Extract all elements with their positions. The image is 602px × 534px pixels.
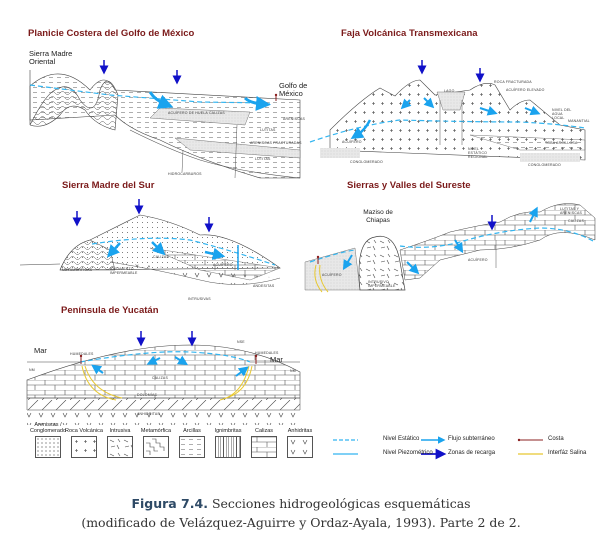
label-layer: CONGLOMERADO [350,160,383,164]
label-layer: ANDESITAS [253,284,275,288]
label-layer: MANANTIAL [568,119,590,123]
calizas-swatch [251,436,277,458]
label-golfo: Golfo de México [279,81,308,98]
legend-label: Nivel Estático [383,436,420,442]
arcillas-swatch [179,436,205,458]
label-layer: ACUÍFERO ELEVADO [506,88,545,92]
legend-ignimbritas: Ignimbritas [208,422,248,458]
section-peninsula-yucatan [26,331,301,425]
panel-title: Península de Yucatán [61,305,159,316]
label-layer: ARENISCAS [283,117,306,121]
legend-areniscas: Areniscas / Conglomerado [28,422,68,458]
line-legend-symbols [333,436,543,460]
label-layer: NIVEL ESTÁTICO REGIONAL [468,147,488,159]
label-layer: DOLOMÍAS [137,393,158,397]
label-layer: NIVEL DEL AGUA LOCAL [552,108,572,120]
label-layer: ACUÍFERO [342,140,362,144]
label-layer: CALIZAS [568,219,584,223]
section-sierras-valles-sureste [304,203,596,293]
legend-intrusiva: Intrusiva [100,422,140,458]
label-layer: INTRUSIVAS [188,297,211,301]
label-mar-right: Mar [270,355,283,364]
label-layer: ANHIDRITAS [137,412,160,416]
legend-label: Flujo subterráneo [448,436,495,442]
volcanica-swatch [71,436,97,458]
label-layer: NSE [237,340,245,344]
section-faja-volcanica [309,60,586,162]
caption-line-2: (modificado de Velázquez-Aguirre y Ordaz… [81,515,521,530]
label-layer: LUTITAS [260,128,276,132]
label-layer: HUMEDALES [70,352,94,356]
areniscas-swatch [35,436,61,458]
label-layer: CALIZAS [152,376,168,380]
legend-calizas: Calizas [244,422,284,458]
section-sierra-madre-sur [19,199,281,285]
legend: Areniscas / Conglomerado Roca Volcánica … [28,422,588,472]
hydrogeology-figure: Planicie Costera del Golfo de México Faj… [19,28,596,472]
label-layer: LUTITAS [255,157,271,161]
ignimbritas-swatch [215,436,241,458]
label-layer: INTRUSIVO IMPERMEABLE [368,280,396,288]
metamorfica-swatch [143,436,169,458]
legend-metamorfica: Metamórfica [136,422,176,458]
label-layer: BASAMENTO IMPERMEABLE [110,267,138,275]
label-layer: TOBA ARCILLOSA [545,141,578,145]
legend-label: Nivel Piezométrico [383,450,433,456]
caption-text: Secciones hidrogeológicas esquemáticas [211,496,471,511]
label-sierra-madre: Sierra Madre Oriental [29,49,73,66]
figure-caption: Figura 7.4. Secciones hidrogeológicas es… [0,494,602,532]
label-layer: ACUÍFERO [468,258,488,262]
panel-title: Sierra Madre del Sur [62,180,155,191]
panel-title: Sierras y Valles del Sureste [347,180,471,191]
legend-label: Zonas de recarga [448,450,496,456]
label-layer: NM [290,369,296,373]
caption-line-1: Figura 7.4. Secciones hidrogeológicas es… [0,494,602,513]
label-layer: METAMÓRFICAS [62,268,93,272]
panel-title: Faja Volcánica Transmexicana [341,28,478,39]
label-layer: ARENISCAS FRACTURADAS [250,141,302,145]
legend-anhidritas: Anhidritas [280,422,320,458]
label-layer: NM [29,368,35,372]
figure-label: Figura 7.4. [131,496,208,511]
label-layer: HIDROCARBUROS [168,172,202,176]
label-maziso-chiapas: Maziso de Chiapas [363,209,393,224]
legend-label: Costa [548,436,564,442]
label-layer: ROCA FRACTURADA [494,80,532,84]
panel-title: Planicie Costera del Golfo de México [28,28,195,39]
legend-arcillas: Arcillas [172,422,212,458]
label-mar-left: Mar [34,346,47,355]
legend-roca-volcanica: Roca Volcánica [64,422,104,458]
label-layer: ACUÍFERO [213,263,233,267]
anhidritas-swatch [287,436,313,458]
label-layer: ACUÍFERO [322,273,342,277]
label-layer: LAGO [444,89,455,93]
label-layer: CALIZAS [153,255,169,259]
label-layer: ACUÍFERO DE HUELA CALIZAS [168,111,225,115]
legend-label: Interfáz Salina [548,450,587,456]
label-layer: HUMEDALES [255,351,279,355]
section-planicie-costera [29,60,301,179]
sections-drawing [19,60,596,425]
intrusiva-swatch [107,436,133,458]
label-layer: CONGLOMERADO [528,163,561,167]
label-layer: LUTITAS Y ARENISCAS [560,207,583,215]
